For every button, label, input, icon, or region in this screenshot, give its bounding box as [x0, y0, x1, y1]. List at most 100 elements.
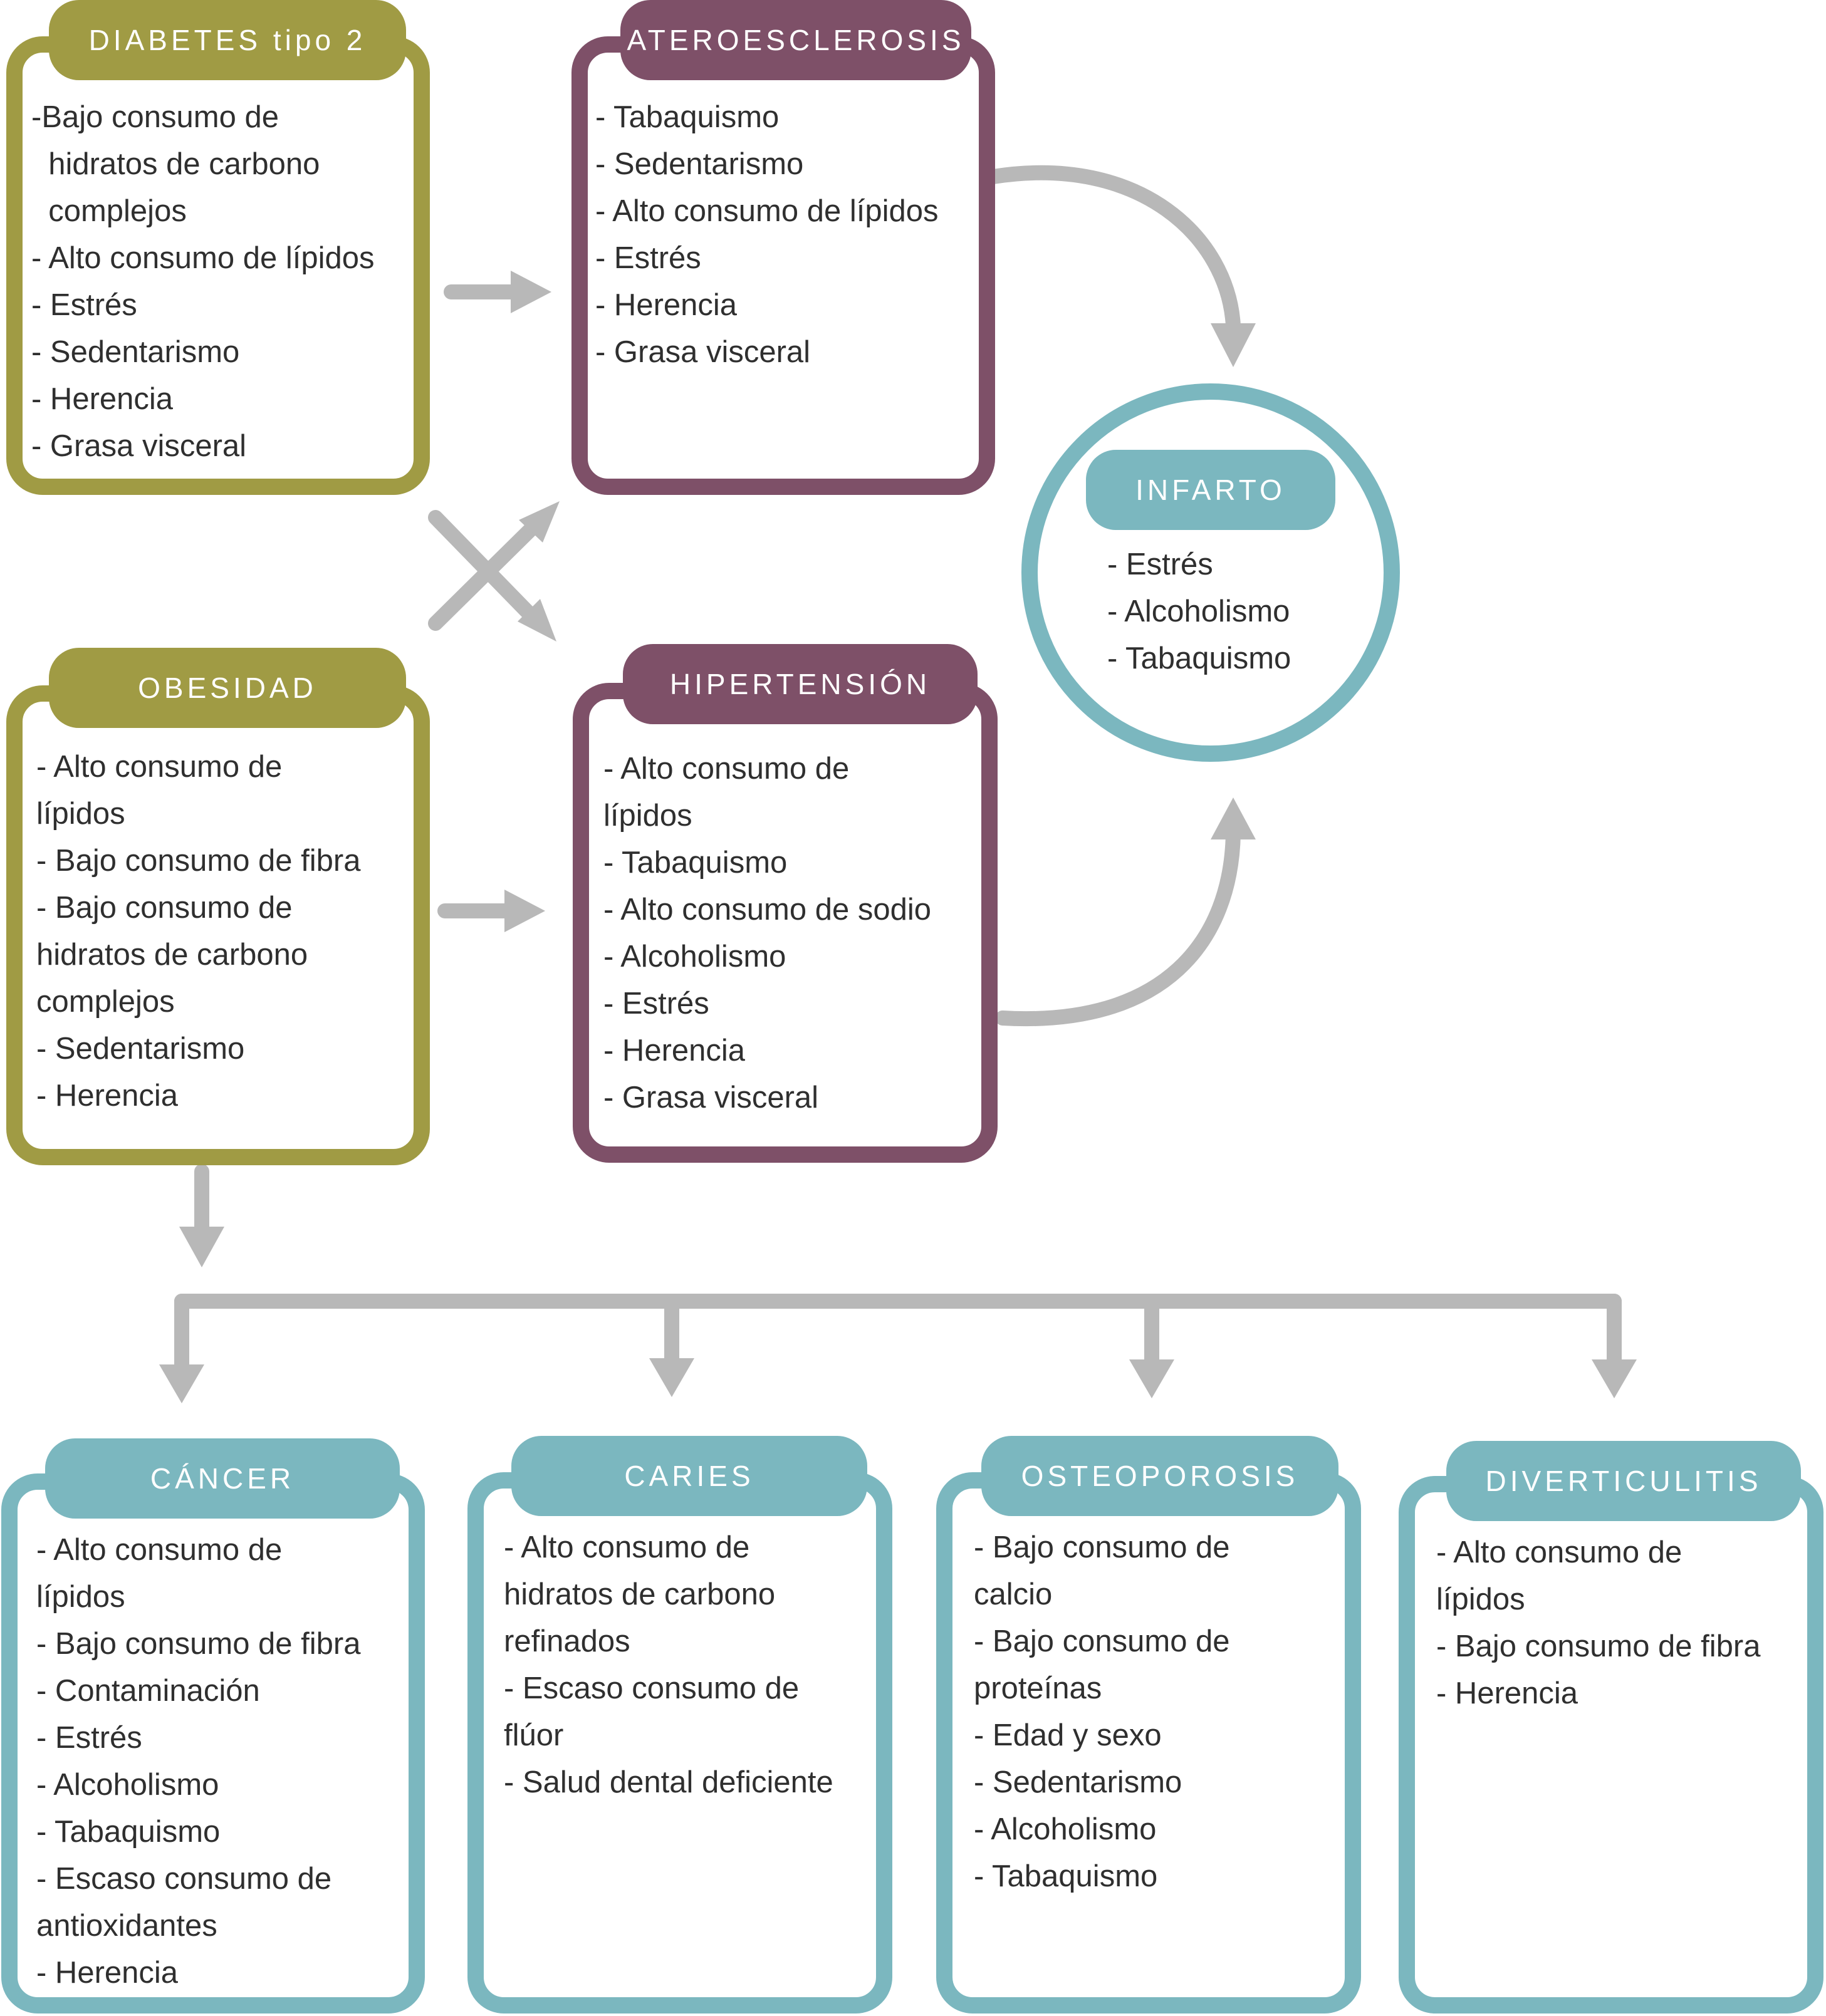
list-item: lípidos — [36, 1580, 125, 1614]
caries-title: CARIES — [511, 1436, 867, 1516]
cancer-title: CÁNCER — [45, 1438, 400, 1519]
list-item: hidratos de carbono — [31, 147, 320, 181]
list-item: - Estrés — [595, 241, 701, 275]
obesidad-card — [6, 685, 430, 1165]
list-item: - Herencia — [1436, 1676, 1578, 1710]
list-item: calcio — [974, 1577, 1053, 1611]
arrowhead — [1211, 323, 1256, 367]
arrowhead — [519, 501, 560, 543]
list-item: hidratos de carbono — [36, 938, 308, 972]
diabetes-card — [6, 36, 430, 495]
list-item: - Salud dental deficiente — [504, 1765, 833, 1799]
osteoporosis-title: OSTEOPOROSIS — [981, 1436, 1338, 1516]
arrowhead — [518, 599, 556, 642]
list-item: refinados — [504, 1624, 630, 1658]
list-item: - Alto consumo de — [504, 1530, 750, 1564]
list-item: proteínas — [974, 1671, 1102, 1705]
list-item: flúor — [504, 1718, 564, 1752]
list-item: - Alto consumo de sodio — [603, 893, 931, 927]
list-item: - Bajo consumo de — [974, 1624, 1230, 1658]
diverticulitis-title: DIVERTICULITIS — [1446, 1441, 1801, 1521]
diverticulitis-factor-list: - Alto consumo de lípidos - Bajo consumo… — [1436, 1529, 1761, 1717]
list-item: - Sedentarismo — [31, 335, 240, 369]
list-item: - Alcoholismo — [36, 1768, 219, 1802]
osteoporosis-card — [936, 1472, 1361, 2013]
arrowhead — [159, 1364, 204, 1403]
caries-card — [467, 1472, 892, 2013]
list-item: - Grasa visceral — [31, 429, 247, 463]
diabetes-title: DIABETES tipo 2 — [49, 0, 406, 80]
obesidad-factor-list: - Alto consumo de lípidos - Bajo consumo… — [36, 744, 361, 1120]
list-item: - Herencia — [603, 1034, 746, 1068]
arrow-hipertension-to-infarto — [995, 826, 1241, 1027]
list-item: - Alto consumo de lípidos — [31, 241, 375, 275]
infarto-factor-list: - Estrés - Alcoholismo - Tabaquismo — [1107, 541, 1291, 682]
list-item: -Bajo consumo de — [31, 100, 279, 134]
infarto-title: INFARTO — [1086, 450, 1335, 530]
osteoporosis-factor-list: - Bajo consumo de calcio - Bajo consumo … — [974, 1524, 1230, 1900]
list-item: - Estrés — [603, 987, 709, 1021]
list-item: - Escaso consumo de — [504, 1671, 800, 1705]
list-item: - Herencia — [36, 1079, 179, 1113]
list-item: - Herencia — [595, 288, 738, 322]
list-item: - Tabaquismo — [1107, 642, 1291, 675]
list-item: - Bajo consumo de fibra — [36, 844, 361, 878]
hipertension-factor-list: - Alto consumo de lípidos - Tabaquismo -… — [603, 746, 931, 1121]
list-item: - Bajo consumo de — [974, 1530, 1230, 1564]
list-item: - Herencia — [36, 1956, 179, 1990]
list-item: - Alcoholismo — [1107, 595, 1290, 628]
list-item: - Alto consumo de — [36, 1533, 283, 1567]
obesidad-title: OBESIDAD — [49, 648, 406, 728]
list-item: complejos — [31, 194, 187, 228]
arrowhead — [649, 1358, 694, 1397]
list-item: - Sedentarismo — [36, 1032, 245, 1066]
list-item: complejos — [36, 985, 175, 1019]
list-item: - Edad y sexo — [974, 1718, 1162, 1752]
list-item: - Sedentarismo — [974, 1765, 1182, 1799]
list-item: - Tabaquismo — [603, 846, 788, 880]
list-item: - Bajo consumo de fibra — [36, 1627, 361, 1661]
arrowhead — [1129, 1359, 1174, 1398]
hipertension-card — [573, 683, 998, 1163]
cancer-factor-list: - Alto consumo de lípidos - Bajo consumo… — [36, 1527, 361, 1997]
list-item: - Alto consumo de — [36, 750, 283, 784]
list-item: - Escaso consumo de — [36, 1862, 332, 1896]
list-item: - Contaminación — [36, 1674, 260, 1708]
list-item: - Tabaquismo — [36, 1815, 221, 1849]
ateroesclerosis-title: ATEROESCLEROSIS — [620, 0, 971, 80]
list-item: - Grasa visceral — [595, 335, 811, 369]
list-item: hidratos de carbono — [504, 1577, 776, 1611]
list-item: antioxidantes — [36, 1909, 217, 1943]
list-item: - Tabaquismo — [595, 100, 780, 134]
ateroesclerosis-factor-list: - Tabaquismo - Sedentarismo - Alto consu… — [595, 94, 938, 376]
list-item: - Alto consumo de — [603, 752, 850, 786]
arrowhead — [1211, 798, 1256, 839]
list-item: - Tabaquismo — [974, 1859, 1158, 1893]
arrowhead — [511, 271, 551, 313]
list-item: - Grasa visceral — [603, 1081, 819, 1115]
list-item: - Estrés — [1107, 548, 1213, 581]
list-item: lípidos — [603, 799, 692, 833]
list-item: - Bajo consumo de — [36, 891, 293, 925]
arrowhead — [504, 890, 545, 932]
list-item: - Sedentarismo — [595, 147, 804, 181]
list-item: - Alto consumo de — [1436, 1535, 1683, 1569]
arrowhead — [1592, 1359, 1637, 1398]
arrow-diabetes-to-hipertension — [428, 510, 537, 621]
list-item: - Estrés — [31, 288, 137, 322]
list-item: - Bajo consumo de fibra — [1436, 1629, 1761, 1663]
arrow-ateroesclerosis-to-infarto — [986, 165, 1241, 333]
list-item: - Herencia — [31, 382, 174, 416]
list-item: - Estrés — [36, 1721, 142, 1755]
ateroesclerosis-card — [571, 36, 995, 495]
hipertension-title: HIPERTENSIÓN — [623, 644, 978, 724]
list-item: - Alcoholismo — [974, 1812, 1157, 1846]
arrowhead — [179, 1227, 224, 1267]
list-item: - Alto consumo de lípidos — [595, 194, 939, 228]
list-item: - Alcoholismo — [603, 940, 786, 974]
list-item: lípidos — [1436, 1582, 1525, 1616]
caries-factor-list: - Alto consumo de hidratos de carbono re… — [504, 1524, 833, 1806]
diabetes-factor-list: -Bajo consumo de hidratos de carbono com… — [31, 94, 374, 470]
list-item: lípidos — [36, 797, 125, 831]
